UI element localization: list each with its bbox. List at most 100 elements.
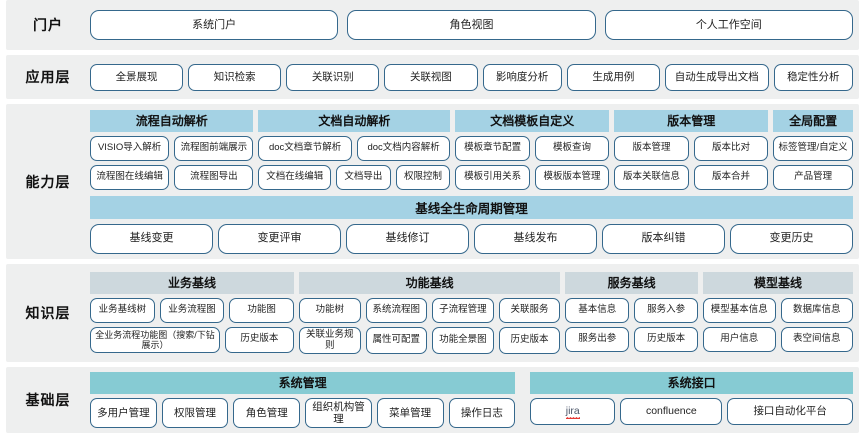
kn-database-info[interactable]: 数据库信息	[780, 297, 853, 323]
infra-operation-log[interactable]: 操作日志	[448, 397, 516, 429]
group-header-version-mgmt: 版本管理	[614, 109, 769, 132]
infra-confluence[interactable]: confluence	[620, 397, 723, 425]
cap-template-reference-relation[interactable]: 模板引用关系	[455, 164, 530, 190]
cap-permission-control[interactable]: 权限控制	[395, 164, 451, 190]
cap-doc-chapter-parse[interactable]: doc文档章节解析	[258, 135, 352, 161]
cap-visio-import-parse[interactable]: VISIO导入解析	[90, 135, 170, 161]
capability-row: doc文档章节解析 doc文档内容解析	[258, 135, 451, 161]
cap-doc-export[interactable]: 文档导出	[336, 164, 391, 190]
portal-body: 系统门户 角色视图 个人工作空间	[90, 10, 853, 40]
cap-version-compare[interactable]: 版本比对	[693, 135, 769, 161]
cap-template-chapter-config[interactable]: 模板章节配置	[455, 135, 530, 161]
app-item-6[interactable]: 自动生成导出文档	[664, 63, 769, 91]
kn-function-tree[interactable]: 功能树	[298, 297, 361, 323]
cap-flowchart-online-edit[interactable]: 流程图在线编辑	[90, 164, 170, 190]
group-header-global-config: 全局配置	[773, 109, 853, 132]
group-header-model-baseline: 模型基线	[703, 271, 853, 294]
knowledge-group-business-baseline: 业务基线 业务基线树 业务流程图 功能图 全业务流程功能图（搜索/下钻展示） 历…	[90, 271, 294, 355]
app-item-5[interactable]: 生成用例	[566, 63, 660, 91]
infra-menu-management[interactable]: 菜单管理	[376, 397, 444, 429]
cap-template-query[interactable]: 模板查询	[534, 135, 610, 161]
infra-role-management[interactable]: 角色管理	[233, 397, 301, 429]
kn-business-baseline-tree[interactable]: 业务基线树	[90, 297, 155, 323]
kn-history-version-business[interactable]: 历史版本	[224, 326, 294, 354]
knowledge-row: 关联业务规则 属性可配置 功能全景图 历史版本	[298, 326, 561, 355]
cap-version-relation-info[interactable]: 版本关联信息	[614, 164, 689, 190]
app-item-4[interactable]: 影响度分析	[482, 63, 562, 91]
lifecycle-item-4[interactable]: 版本纠错	[602, 223, 725, 254]
group-header-doc-parse: 文档自动解析	[258, 109, 451, 132]
portal-item-1[interactable]: 角色视图	[347, 10, 596, 40]
kn-basic-info[interactable]: 基本信息	[565, 297, 630, 323]
group-header-process-parse: 流程自动解析	[90, 109, 254, 132]
layer-label-capability: 能力层	[25, 173, 71, 190]
lifecycle-item-0[interactable]: 基线变更	[90, 223, 213, 254]
infra-interface-automation-platform[interactable]: 接口自动化平台	[727, 397, 853, 425]
infra-org-structure-management[interactable]: 组织机构管理	[305, 397, 372, 429]
cap-template-version-mgmt[interactable]: 模板版本管理	[534, 164, 610, 190]
kn-business-flowchart[interactable]: 业务流程图	[159, 297, 225, 323]
kn-related-service[interactable]: 关联服务	[498, 297, 561, 323]
app-item-7[interactable]: 稳定性分析	[773, 63, 853, 91]
group-header-doc-template: 文档模板自定义	[455, 109, 610, 132]
kn-history-version-service[interactable]: 历史版本	[634, 326, 699, 352]
knowledge-group-model-baseline: 模型基线 模型基本信息 数据库信息 用户信息 表空间信息	[703, 271, 853, 355]
app-item-3[interactable]: 关联视图	[384, 63, 478, 91]
knowledge-body: 业务基线 业务基线树 业务流程图 功能图 全业务流程功能图（搜索/下钻展示） 历…	[90, 271, 853, 355]
capability-row: 流程图在线编辑 流程图导出	[90, 164, 254, 190]
capability-group-global-config: 全局配置 标签管理/自定义 产品管理	[773, 109, 853, 190]
app-item-1[interactable]: 知识检索	[188, 63, 282, 91]
infra-jira[interactable]: jira	[530, 397, 616, 425]
cap-doc-online-edit[interactable]: 文档在线编辑	[258, 164, 332, 190]
infrastructure-row: 多用户管理 权限管理 角色管理 组织机构管理 菜单管理 操作日志	[90, 397, 516, 429]
capability-group-version-mgmt: 版本管理 版本管理 版本比对 版本关联信息 版本合并	[614, 109, 769, 190]
capability-row: 版本关联信息 版本合并	[614, 164, 769, 190]
cap-doc-content-parse[interactable]: doc文档内容解析	[356, 135, 451, 161]
kn-subprocess-mgmt[interactable]: 子流程管理	[432, 297, 494, 323]
app-item-0[interactable]: 全景展现	[90, 63, 184, 91]
cap-flowchart-frontend-display[interactable]: 流程图前端展示	[174, 135, 254, 161]
cap-flowchart-export[interactable]: 流程图导出	[174, 164, 254, 190]
kn-user-info[interactable]: 用户信息	[703, 326, 776, 352]
cap-version-merge[interactable]: 版本合并	[693, 164, 769, 190]
portal-item-2[interactable]: 个人工作空间	[604, 10, 853, 40]
portal-item-0[interactable]: 系统门户	[90, 10, 339, 40]
kn-full-business-flow-function-chart[interactable]: 全业务流程功能图（搜索/下钻展示）	[90, 326, 220, 354]
cap-product-management[interactable]: 产品管理	[773, 164, 853, 190]
kn-service-output-params[interactable]: 服务出参	[565, 326, 630, 352]
kn-function-chart[interactable]: 功能图	[229, 297, 294, 323]
layer-label-application: 应用层	[25, 69, 71, 85]
kn-tablespace-info[interactable]: 表空间信息	[780, 326, 853, 352]
capability-row: VISIO导入解析 流程图前端展示	[90, 135, 254, 161]
kn-attribute-configurable[interactable]: 属性可配置	[365, 326, 428, 355]
kn-model-basic-info[interactable]: 模型基本信息	[703, 297, 776, 323]
lifecycle-item-1[interactable]: 变更评审	[218, 223, 341, 254]
knowledge-row: 用户信息 表空间信息	[703, 326, 853, 352]
lifecycle-item-3[interactable]: 基线发布	[474, 223, 597, 254]
group-header-business-baseline: 业务基线	[90, 271, 294, 294]
infra-group-system-interface: 系统接口 jira confluence 接口自动化平台	[530, 371, 853, 428]
lifecycle-item-5[interactable]: 变更历史	[730, 223, 853, 254]
kn-history-version-function[interactable]: 历史版本	[498, 326, 561, 355]
kn-related-business-rules[interactable]: 关联业务规则	[298, 326, 361, 355]
kn-system-flowchart[interactable]: 系统流程图	[365, 297, 428, 323]
app-item-2[interactable]: 关联识别	[286, 63, 380, 91]
kn-service-input-params[interactable]: 服务入参	[634, 297, 699, 323]
capability-row: 产品管理	[773, 164, 853, 190]
application-body: 全景展现 知识检索 关联识别 关联视图 影响度分析 生成用例 自动生成导出文档 …	[90, 63, 853, 91]
lifecycle-item-2[interactable]: 基线修订	[346, 223, 469, 254]
infra-multi-user-management[interactable]: 多用户管理	[90, 397, 157, 429]
infrastructure-body: 系统管理 多用户管理 权限管理 角色管理 组织机构管理 菜单管理 操作日志 系统…	[90, 371, 853, 429]
cap-tag-management-custom[interactable]: 标签管理/自定义	[773, 135, 853, 161]
cap-version-management[interactable]: 版本管理	[614, 135, 689, 161]
infra-permission-management[interactable]: 权限管理	[161, 397, 229, 429]
capability-group-doc-parse: 文档自动解析 doc文档章节解析 doc文档内容解析 文档在线编辑 文档导出 权…	[258, 109, 451, 190]
group-header-baseline-lifecycle: 基线全生命周期管理	[90, 195, 853, 219]
layer-capability: 能力层 流程自动解析 VISIO导入解析 流程图前端展示 流程图在线编辑 流程图…	[6, 104, 859, 259]
knowledge-row: 全业务流程功能图（搜索/下钻展示） 历史版本	[90, 326, 294, 354]
kn-function-panorama[interactable]: 功能全景图	[432, 326, 494, 355]
infrastructure-groups: 系统管理 多用户管理 权限管理 角色管理 组织机构管理 菜单管理 操作日志 系统…	[90, 371, 853, 429]
knowledge-row: 服务出参 历史版本	[565, 326, 699, 352]
layer-label-portal: 门户	[33, 17, 63, 33]
